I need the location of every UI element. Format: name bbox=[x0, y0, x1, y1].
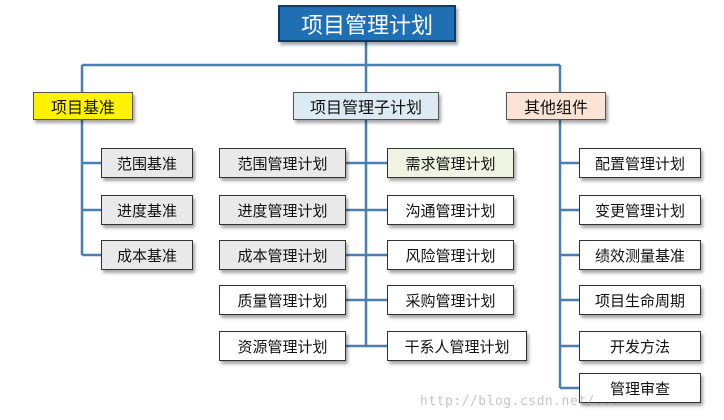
watermark-text: http://blog.csdn.net/... bbox=[420, 394, 620, 409]
subplan-scope: 范围管理计划 bbox=[219, 148, 346, 178]
subplan-requirements: 需求管理计划 bbox=[387, 148, 514, 178]
baseline-item-schedule: 进度基准 bbox=[101, 195, 193, 225]
subplan-stakeholder: 干系人管理计划 bbox=[387, 331, 527, 361]
subplan-communications: 沟通管理计划 bbox=[387, 195, 514, 225]
baseline-item-scope: 范围基准 bbox=[101, 148, 193, 178]
other-configuration: 配置管理计划 bbox=[579, 148, 701, 178]
other-change: 变更管理计划 bbox=[579, 195, 701, 225]
subplan-cost: 成本管理计划 bbox=[219, 240, 346, 270]
other-performance-baseline: 绩效测量基准 bbox=[579, 240, 701, 270]
subplan-procurement: 采购管理计划 bbox=[387, 285, 514, 315]
other-dev-approach: 开发方法 bbox=[579, 331, 701, 361]
category-others: 其他组件 bbox=[506, 92, 606, 120]
subplan-quality: 质量管理计划 bbox=[219, 285, 346, 315]
other-life-cycle: 项目生命周期 bbox=[579, 285, 701, 315]
subplan-risk: 风险管理计划 bbox=[387, 240, 514, 270]
subplan-resource: 资源管理计划 bbox=[219, 331, 346, 361]
subplan-schedule: 进度管理计划 bbox=[219, 195, 346, 225]
category-subplans: 项目管理子计划 bbox=[293, 92, 439, 120]
other-management-review: 管理审查 bbox=[579, 373, 701, 403]
root-node: 项目管理计划 bbox=[278, 5, 456, 42]
category-baseline: 项目基准 bbox=[33, 92, 133, 120]
baseline-item-cost: 成本基准 bbox=[101, 240, 193, 270]
